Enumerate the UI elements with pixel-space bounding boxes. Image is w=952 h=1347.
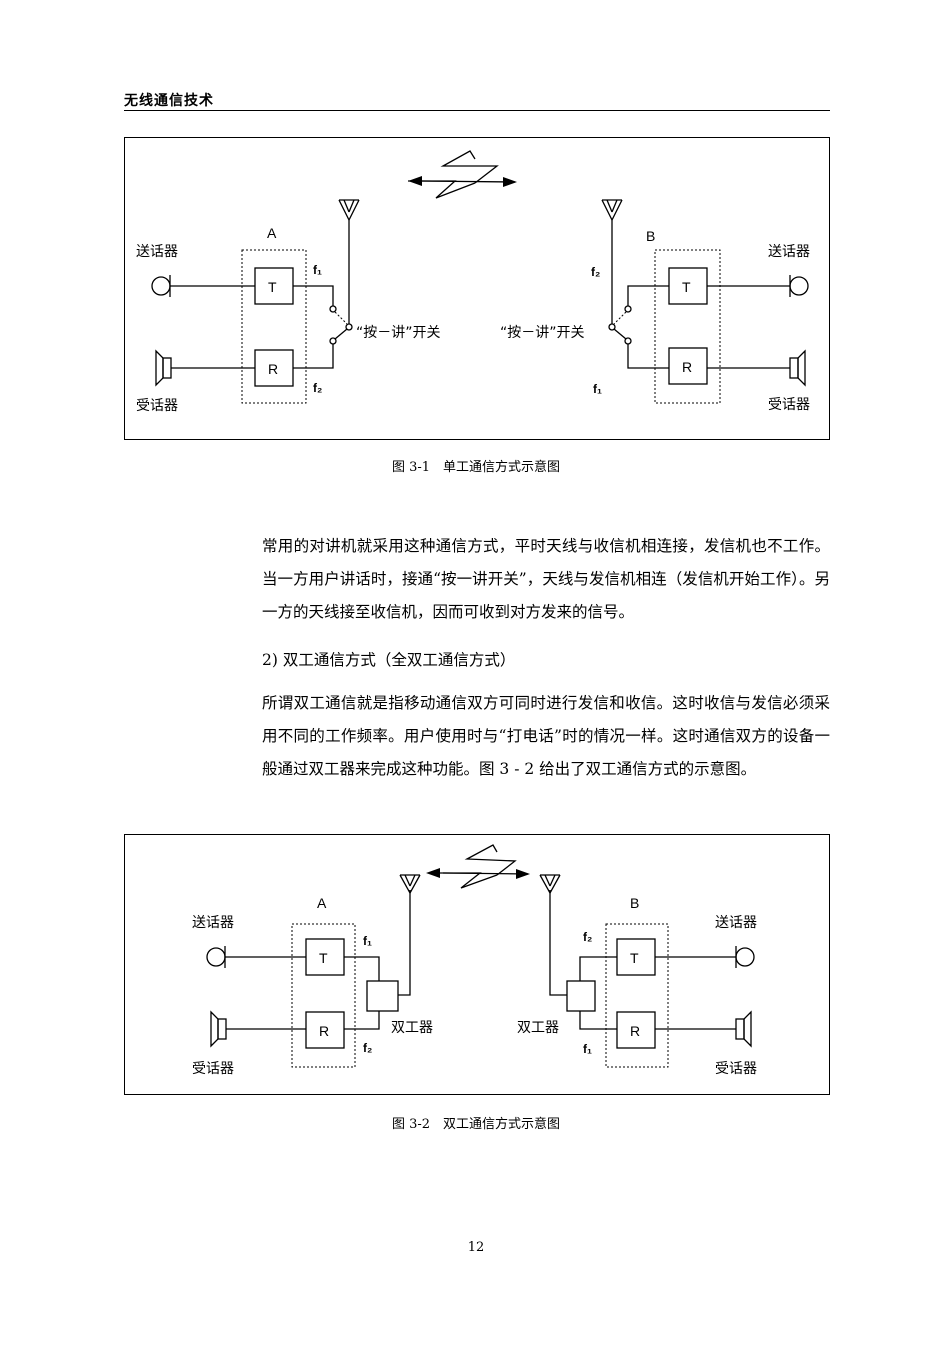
f2-label: f₂ bbox=[313, 381, 322, 395]
paragraph-2: 所谓双工通信就是指移动通信双方可同时进行发信和收信。这时收信与发信必须采用不同的… bbox=[262, 694, 830, 778]
receiver-r bbox=[616, 1011, 656, 1049]
duplexer-label-right: 双工器 bbox=[517, 1020, 559, 1036]
receiver-r bbox=[305, 1011, 345, 1049]
speaker-icon bbox=[735, 1010, 752, 1048]
duplexer-label-left: 双工器 bbox=[391, 1020, 433, 1036]
receiver-r bbox=[668, 347, 708, 385]
simplex-diagram: A 送话器 受话器 T R f₁ f₂ “按－讲”开关 B 送话器 受话器 bbox=[136, 150, 810, 414]
t-label: T bbox=[319, 950, 328, 966]
speaker-icon bbox=[210, 1010, 227, 1048]
figure-1: A 送话器 受话器 T R f₁ f₂ “按－讲”开关 B 送话器 受话器 bbox=[124, 137, 830, 440]
antenna-icon bbox=[539, 874, 561, 894]
running-header: 无线通信技术 bbox=[124, 93, 214, 109]
arrow-left-icon bbox=[408, 176, 422, 186]
t-label: T bbox=[268, 279, 277, 295]
label-b: B bbox=[646, 228, 655, 244]
f1-label: f₁ bbox=[583, 1042, 592, 1056]
duplexer-left bbox=[366, 980, 399, 1012]
microphone-icon bbox=[735, 946, 755, 968]
microphone-icon bbox=[206, 946, 226, 968]
f1-label: f₁ bbox=[363, 934, 372, 948]
microphone-icon bbox=[151, 275, 171, 297]
label-b: B bbox=[630, 895, 639, 911]
transmitter-t bbox=[616, 938, 656, 976]
antenna-icon bbox=[338, 199, 360, 221]
station-a-box bbox=[241, 249, 307, 404]
page-number: 12 bbox=[467, 1240, 485, 1255]
antenna-icon bbox=[399, 874, 421, 894]
header-rule bbox=[124, 110, 830, 111]
left-speaker-label: 受话器 bbox=[136, 398, 178, 414]
radio-link-icon bbox=[431, 844, 529, 889]
switch-label-right: “按－讲”开关 bbox=[500, 325, 585, 341]
r-label: R bbox=[630, 1023, 640, 1039]
switch-label-left: “按－讲”开关 bbox=[356, 325, 441, 341]
t-label: T bbox=[630, 950, 639, 966]
receiver-r bbox=[254, 349, 294, 387]
station-b-box bbox=[605, 923, 669, 1068]
duplex-diagram: A 送话器 受话器 T R f₁ f₂ 双工器 B 送话器 受话器 bbox=[192, 844, 757, 1077]
transmitter-t bbox=[668, 267, 708, 305]
figure-2: A 送话器 受话器 T R f₁ f₂ 双工器 B 送话器 受话器 bbox=[124, 834, 830, 1095]
right-speaker-label: 受话器 bbox=[715, 1061, 757, 1077]
right-mic-label: 送话器 bbox=[768, 244, 810, 260]
label-a: A bbox=[317, 895, 327, 911]
figure-2-caption: 图 3-2 双工通信方式示意图 bbox=[391, 1117, 561, 1132]
left-mic-label: 送话器 bbox=[136, 244, 178, 260]
microphone-icon bbox=[789, 275, 809, 297]
transmitter-t bbox=[254, 267, 294, 305]
arrow-right-icon bbox=[516, 869, 530, 879]
f1-label: f₁ bbox=[313, 263, 322, 277]
f2-label: f₂ bbox=[591, 265, 600, 279]
station-b-box bbox=[654, 249, 721, 404]
f2-label: f₂ bbox=[583, 930, 592, 944]
duplexer-right bbox=[566, 980, 596, 1012]
speaker-icon bbox=[155, 349, 172, 387]
speaker-icon bbox=[789, 349, 806, 387]
right-mic-label: 送话器 bbox=[715, 915, 757, 931]
r-label: R bbox=[682, 359, 692, 375]
label-a: A bbox=[267, 225, 277, 241]
t-label: T bbox=[682, 279, 691, 295]
arrow-right-icon bbox=[503, 177, 517, 187]
transmitter-t bbox=[305, 938, 345, 976]
r-label: R bbox=[268, 361, 278, 377]
left-mic-label: 送话器 bbox=[192, 915, 234, 931]
arrow-left-icon bbox=[426, 868, 440, 878]
f2-label: f₂ bbox=[363, 1041, 372, 1055]
antenna-icon bbox=[601, 199, 623, 221]
r-label: R bbox=[319, 1023, 329, 1039]
figure-1-caption: 图 3-1 单工通信方式示意图 bbox=[391, 460, 561, 475]
left-speaker-label: 受话器 bbox=[192, 1061, 234, 1077]
station-a-box bbox=[291, 923, 356, 1068]
radio-link-icon bbox=[408, 150, 499, 199]
right-speaker-label: 受话器 bbox=[768, 397, 810, 413]
paragraph-1: 常用的对讲机就采用这种通信方式，平时天线与收信机相连接，发信机也不工作。当一方用… bbox=[262, 537, 830, 621]
section-heading: 2) 双工通信方式（全双工通信方式） bbox=[262, 651, 516, 669]
f1-label: f₁ bbox=[593, 382, 602, 396]
